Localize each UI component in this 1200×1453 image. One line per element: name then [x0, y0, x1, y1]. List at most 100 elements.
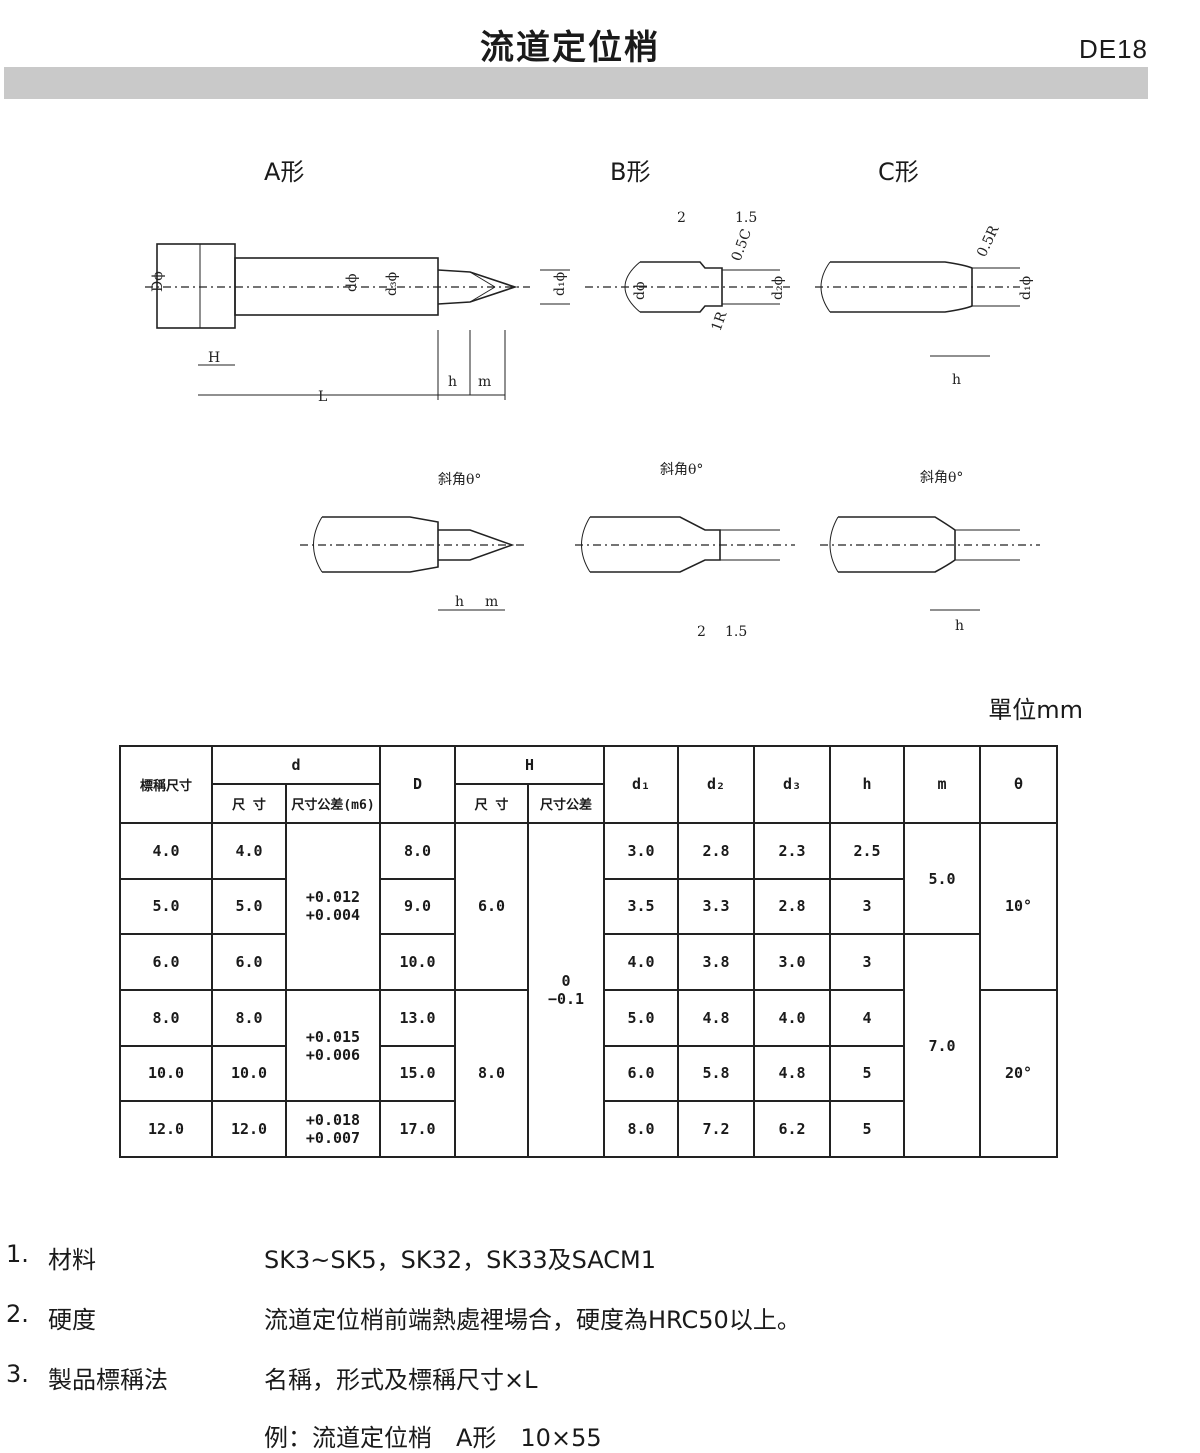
cell-m: 5.0: [903, 821, 981, 936]
cell-D: 10.0: [379, 933, 456, 991]
tol-lower: +0.004: [305, 906, 361, 925]
th-d-tol: 尺寸公差(m6): [285, 783, 381, 824]
cell-size: 4.0: [119, 821, 213, 880]
th-H: H: [454, 744, 605, 786]
cell-d: 8.0: [211, 988, 287, 1047]
cell-d1: 3.0: [603, 821, 679, 880]
th-m: m: [903, 745, 981, 824]
cell-d3: 2.8: [753, 877, 831, 936]
angle-a2: 斜角θ°: [438, 472, 481, 488]
dim-05r-c: 0.5R: [974, 223, 1003, 260]
dim-d2-b: d₂ϕ: [770, 276, 786, 300]
cell-d1: 4.0: [603, 933, 679, 991]
fig-label-a: A形: [264, 158, 305, 186]
cell-H-size: 6.0: [454, 821, 529, 991]
cell-d-tol: +0.015+0.006: [285, 988, 381, 1103]
dim-m-a2: m: [485, 594, 498, 610]
table-row: 6.0 6.0 10.0 4.0 3.8 3.0 3 7.0: [119, 933, 1057, 1158]
dim-h-a2: h: [455, 594, 464, 610]
dim-d-b: dϕ: [632, 281, 648, 300]
fig-b-shank: [640, 261, 723, 313]
cell-h: 2.5: [829, 821, 905, 880]
th-d-size: 尺 寸: [211, 783, 287, 824]
cell-D: 13.0: [379, 988, 456, 1047]
cell-size: 6.0: [119, 933, 213, 991]
page-code: DE18: [1078, 34, 1148, 64]
dim-d1-c: d₁ϕ: [1018, 276, 1034, 300]
th-h: h: [829, 745, 905, 824]
fig-label-c: C形: [878, 158, 919, 186]
cell-d-tol: +0.012+0.004: [285, 821, 381, 991]
cell-d: 10.0: [211, 1044, 287, 1103]
dim-05c-b: 0.5C: [729, 227, 755, 263]
H-tol-lower: −0.1: [547, 989, 585, 1008]
cell-d2: 2.8: [677, 821, 755, 880]
table-row: 12.0 12.0 +0.018+0.007 17.0 8.0 7.2 6.2 …: [119, 1100, 1057, 1158]
dim-2-b: 2: [677, 210, 686, 226]
cell-d3: 4.8: [753, 1044, 831, 1103]
fig-c2-body: [838, 516, 956, 573]
note-text: 流道定位梢前端熱處裡場合，硬度為HRC50以上。: [264, 1306, 801, 1334]
table-row: 10.0 10.0 15.0 6.0 5.8 4.8 5: [119, 1044, 1057, 1103]
tol-lower: +0.007: [305, 1129, 361, 1148]
th-size: 標稱尺寸: [119, 745, 213, 824]
H-tol-upper: 0: [561, 971, 571, 990]
cell-h: 3: [829, 933, 905, 991]
cell-d: 4.0: [211, 821, 287, 880]
dim-15-b2: 1.5: [725, 624, 747, 640]
cell-d1: 5.0: [603, 988, 679, 1047]
cell-d: 12.0: [211, 1100, 287, 1158]
fig-label-b: B形: [610, 158, 651, 186]
cell-m: 7.0: [903, 933, 981, 1158]
cell-D: 15.0: [379, 1044, 456, 1103]
cell-theta: 20°: [979, 988, 1058, 1159]
tol-upper: +0.015: [305, 1027, 361, 1046]
cell-size: 10.0: [119, 1044, 213, 1103]
cell-d: 5.0: [211, 877, 287, 936]
note-label: 材料: [48, 1246, 96, 1274]
spec-table: 標稱尺寸 d D H d₁ d₂ d₃ h m θ 尺 寸 尺寸公差(m6) 尺…: [119, 744, 1058, 1159]
dim-d: dϕ: [344, 273, 360, 292]
th-d: d: [211, 744, 381, 786]
angle-b2: 斜角θ°: [660, 462, 703, 478]
fig-a-tip: [437, 269, 518, 305]
cell-D: 17.0: [379, 1100, 456, 1158]
dim-d1: d₁ϕ: [552, 272, 568, 296]
cell-d1: 3.5: [603, 877, 679, 936]
fig-a-head: [156, 243, 236, 329]
note-text: 名稱，形式及標稱尺寸×L: [264, 1366, 538, 1394]
page-title: 流道定位梢: [480, 28, 660, 68]
cell-h: 4: [829, 988, 905, 1047]
cell-d2: 5.8: [677, 1044, 755, 1103]
cell-d: 6.0: [211, 933, 287, 991]
cell-d3: 4.0: [753, 988, 831, 1047]
note-num: 3.: [6, 1360, 29, 1388]
cell-d1: 8.0: [603, 1100, 679, 1158]
cell-h: 5: [829, 1100, 905, 1158]
header-rule: [4, 67, 1148, 99]
cell-H-size: 8.0: [454, 988, 529, 1159]
note-num: 1.: [6, 1240, 29, 1268]
table-row: 5.0 5.0 9.0 3.5 3.3 2.8 3: [119, 877, 1057, 936]
cell-theta: 10°: [979, 821, 1058, 991]
cell-d3: 6.2: [753, 1100, 831, 1158]
dim-m-a: m: [478, 374, 491, 390]
cell-d2: 3.8: [677, 933, 755, 991]
dim-d3: d₃ϕ: [384, 272, 400, 296]
note-num: 2.: [6, 1300, 29, 1328]
table-row: 4.0 4.0 +0.012+0.004 8.0 6.0 0−0.1 3.0 2…: [119, 821, 1058, 1159]
dim-L: L: [318, 389, 327, 405]
dim-H: H: [208, 350, 220, 366]
note-label: 製品標稱法: [48, 1366, 168, 1394]
cell-d2: 3.3: [677, 877, 755, 936]
cell-d3: 3.0: [753, 933, 831, 991]
angle-c2: 斜角θ°: [920, 470, 963, 486]
cell-D: 8.0: [379, 821, 456, 880]
cell-h: 5: [829, 1044, 905, 1103]
th-D: D: [379, 745, 456, 824]
cell-h: 3: [829, 877, 905, 936]
cell-H-tol: 0−0.1: [527, 821, 605, 1159]
th-theta: θ: [979, 745, 1058, 824]
cell-d2: 4.8: [677, 988, 755, 1047]
tol-upper: +0.012: [305, 888, 361, 907]
